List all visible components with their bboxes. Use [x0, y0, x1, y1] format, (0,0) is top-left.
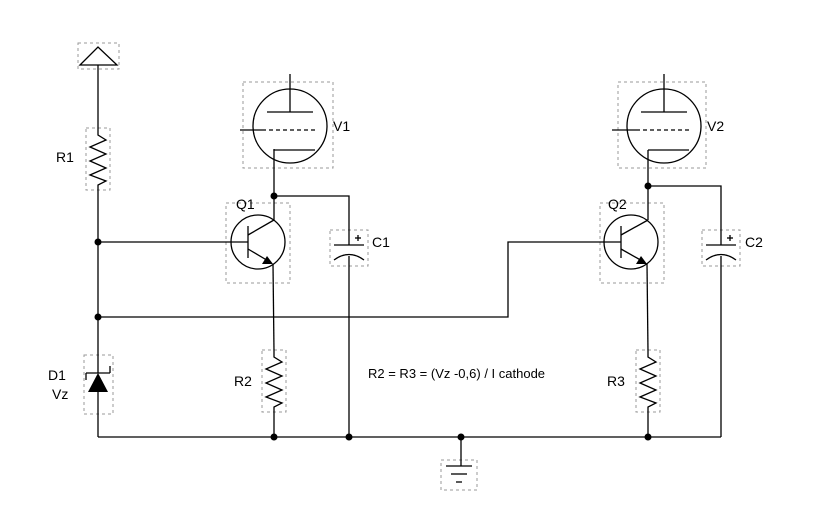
- q2-label: Q2: [608, 196, 627, 212]
- ground-symbol[interactable]: [440, 459, 478, 491]
- c2-label: C2: [745, 234, 763, 250]
- resistor-r1[interactable]: [85, 127, 111, 191]
- d1-label: D1: [48, 367, 66, 383]
- r2-label: R2: [234, 373, 252, 389]
- resistor-r3[interactable]: [635, 349, 661, 413]
- resistor-r2[interactable]: [261, 349, 287, 413]
- c1-label: C1: [372, 234, 390, 250]
- q1-label: Q1: [236, 196, 255, 212]
- v1-label: V1: [333, 118, 350, 134]
- vacuum-tube-v1[interactable]: [240, 74, 334, 169]
- vacuum-tube-v2[interactable]: [612, 74, 707, 169]
- formula-note: R2 = R3 = (Vz -0,6) / I cathode: [368, 366, 545, 381]
- junction-dots: [94, 182, 652, 441]
- r3-label: R3: [607, 373, 625, 389]
- r1-label: R1: [56, 149, 74, 165]
- transistor-q2[interactable]: [599, 202, 665, 284]
- v2-label: V2: [707, 118, 724, 134]
- vz-label: Vz: [52, 386, 68, 402]
- transistor-q1[interactable]: [225, 202, 291, 284]
- wires: [97, 65, 722, 466]
